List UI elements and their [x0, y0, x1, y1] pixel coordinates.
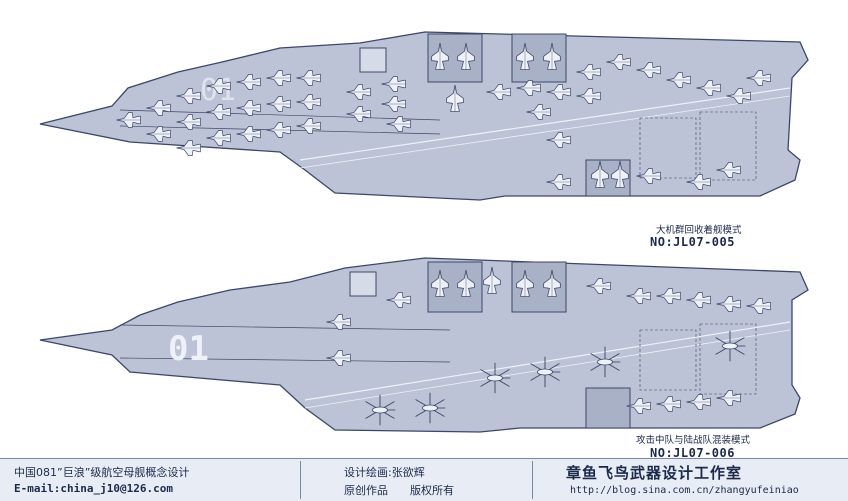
landing-guide-box — [699, 323, 757, 395]
studio-name: 章鱼飞鸟武器设计工作室 — [566, 464, 743, 482]
angled-deck-line — [299, 95, 791, 169]
deck-hull-number: 01 — [168, 329, 209, 369]
designer-credit: 设计绘画:张欲辉 — [344, 466, 425, 479]
title-block: 中国081”巨浪”级航空母舰概念设计 E-mail:china_j10@126.… — [0, 458, 848, 501]
mode-caption-top: 大机群回收着舰模式 — [656, 225, 742, 236]
angled-deck-line — [304, 321, 791, 401]
project-title: 中国081”巨浪”级航空母舰概念设计 — [14, 466, 190, 479]
original-work-label: 原创作品 — [344, 484, 388, 497]
landing-guide-box — [639, 329, 697, 391]
radar-box — [359, 47, 387, 73]
radar-box — [349, 271, 377, 297]
angled-deck-line — [299, 87, 791, 161]
email-text: E-mail:china_j10@126.com — [14, 482, 173, 495]
blog-url: http://blog.sina.com.cn/zhangyufeiniao — [570, 485, 799, 496]
catapult-track — [119, 357, 451, 363]
carrier-hull-top — [39, 31, 809, 201]
mode-caption-bottom: 攻击中队与陆战队混装模式 — [636, 435, 751, 446]
divider — [532, 461, 533, 499]
carrier-plan-bottom: 01 — [39, 257, 809, 433]
catapult-track — [119, 109, 441, 121]
landing-guide-box — [699, 111, 757, 181]
divider — [300, 461, 301, 499]
aircraft-elevator — [585, 387, 631, 429]
catapult-track — [119, 324, 451, 331]
drawing-number-bottom: NO:JL07-006 — [650, 446, 735, 460]
landing-guide-box — [639, 117, 697, 179]
drawing-number-top: NO:JL07-005 — [650, 235, 735, 249]
carrier-plan-top: 01 — [39, 31, 809, 201]
copyright-label: 版权所有 — [410, 484, 454, 497]
